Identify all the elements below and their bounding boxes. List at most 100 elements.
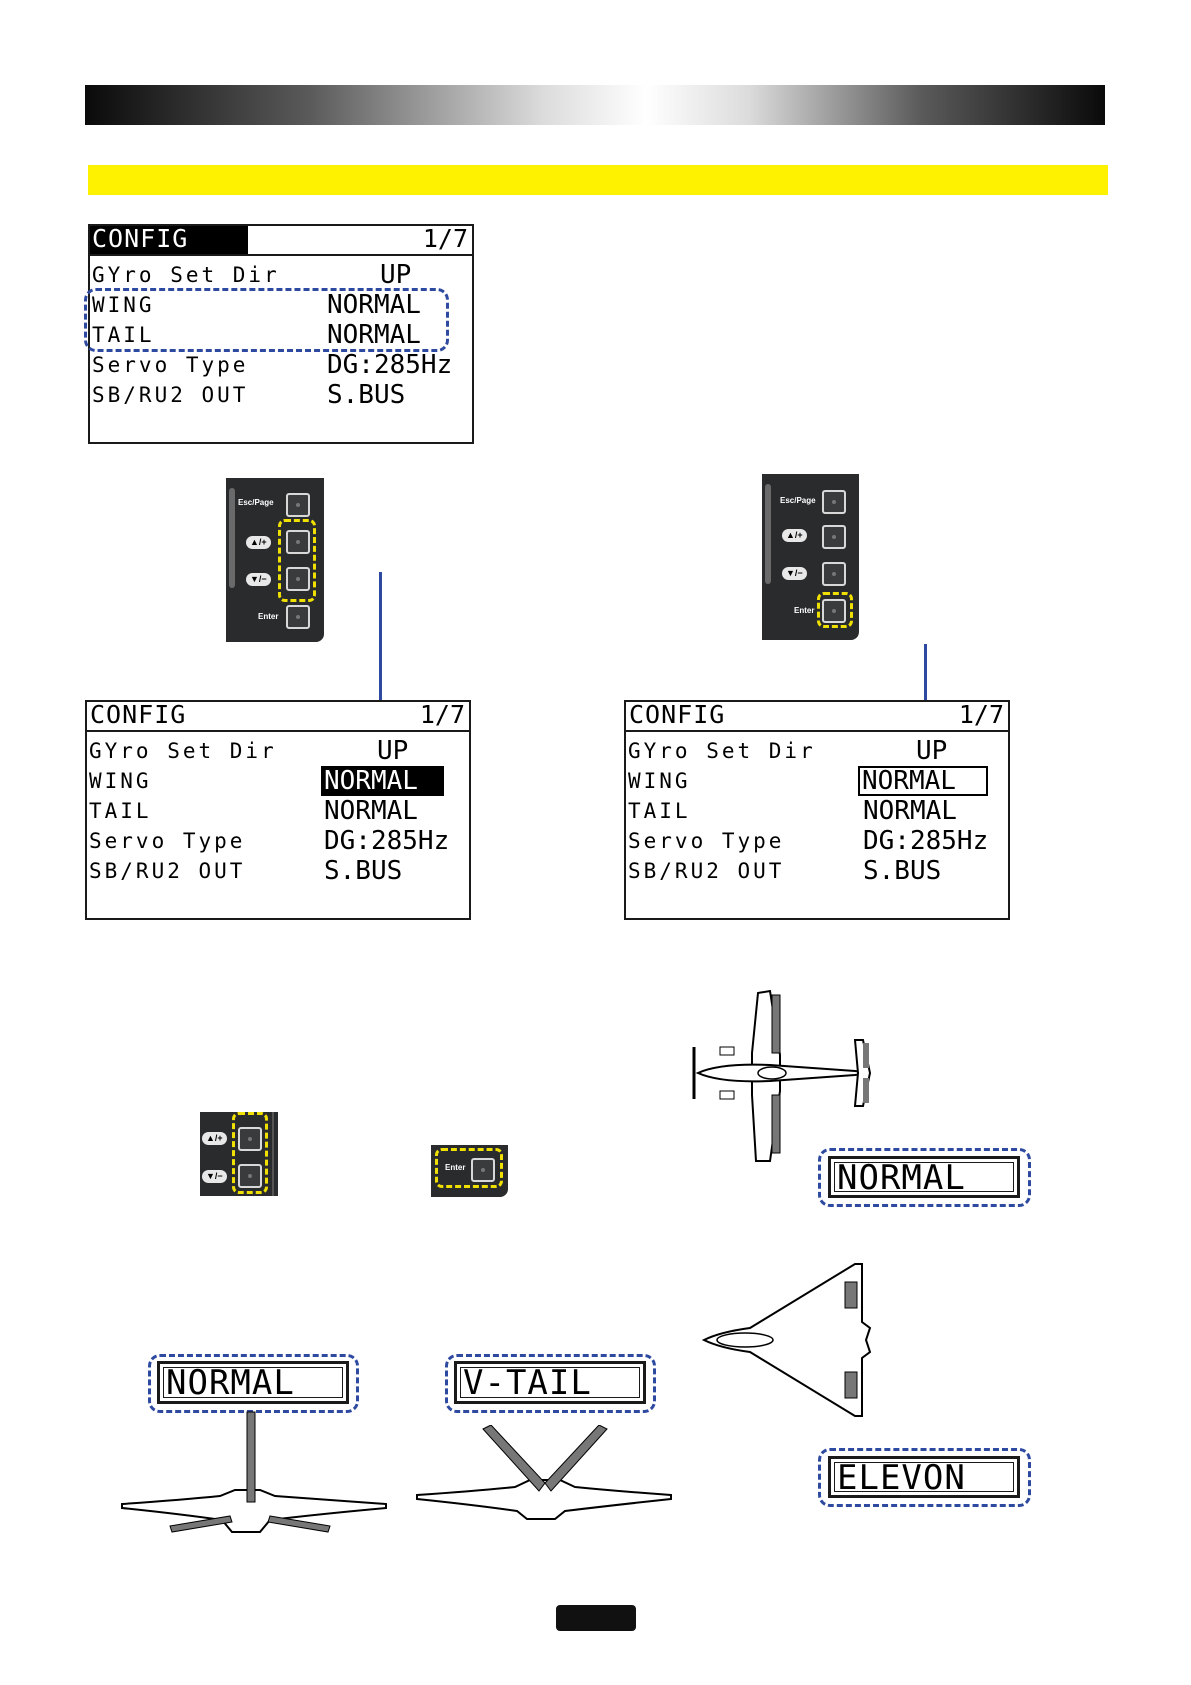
button-panel-left: Esc/Page ▲/+ ▼/− Enter <box>226 478 324 642</box>
row-label: WING <box>92 293 155 317</box>
up-plus-button[interactable] <box>822 525 846 549</box>
row-label: Servo Type <box>628 829 785 853</box>
plus-minus-highlight <box>232 1112 268 1194</box>
row-label: Servo Type <box>92 353 249 377</box>
row-value: S.BUS <box>863 856 942 886</box>
page-number-block <box>556 1605 636 1631</box>
esc-page-label: Esc/Page <box>238 498 274 507</box>
row-tail: TAIL NORMAL <box>92 320 470 350</box>
row-sb-out: SB/RU2 OUT S.BUS <box>92 380 470 410</box>
down-minus-button[interactable] <box>238 1164 262 1188</box>
row-value: DG:285Hz <box>863 826 989 856</box>
row-servo-type: Servo Type DG:285Hz <box>89 826 467 856</box>
arrow-left <box>379 572 382 746</box>
enter-highlight <box>817 592 853 628</box>
enter-crop: Enter <box>431 1145 508 1197</box>
row-gyro-dir: GYro Set Dir UP <box>92 260 470 290</box>
esc-page-button[interactable] <box>822 490 846 514</box>
wing-elevon-label: ELEVON <box>828 1456 1020 1498</box>
down-minus-label: ▼/− <box>202 1170 227 1183</box>
normal-tail-rear-view <box>121 1411 387 1533</box>
mode-text: NORMAL <box>837 1158 966 1198</box>
up-plus-label: ▲/+ <box>782 529 807 542</box>
row-tail: TAIL NORMAL <box>628 796 1006 826</box>
tail-vtail-label: V-TAIL <box>454 1361 646 1404</box>
row-wing: WING NORMAL <box>628 766 1006 796</box>
enter-label: Enter <box>258 612 279 621</box>
row-value: UP <box>377 736 409 766</box>
row-value: NORMAL <box>327 320 421 350</box>
enter-button[interactable] <box>822 599 846 623</box>
row-value: DG:285Hz <box>324 826 450 856</box>
down-minus-label: ▼/− <box>782 567 807 580</box>
wing-normal-highlight <box>818 1148 1031 1207</box>
enter-label: Enter <box>794 606 815 615</box>
screen-title: CONFIG <box>90 226 249 254</box>
down-minus-label: ▼/− <box>246 573 271 586</box>
row-label: SB/RU2 OUT <box>628 859 785 883</box>
row-label: TAIL <box>89 799 152 823</box>
config-screen-3: CONFIG 1/7 GYro Set Dir UP WING NORMAL T… <box>624 700 1010 920</box>
row-gyro-dir: GYro Set Dir UP <box>628 736 1006 766</box>
row-label: SB/RU2 OUT <box>92 383 249 407</box>
screen-page: 1/7 <box>419 700 465 729</box>
row-label: TAIL <box>92 323 155 347</box>
subsection-bar <box>88 165 1108 195</box>
row-label: GYro Set Dir <box>628 739 816 763</box>
vtail-rear-view <box>416 1425 672 1520</box>
arrow-right <box>924 644 927 744</box>
wing-tail-highlight <box>84 288 449 352</box>
section-banner <box>85 85 1105 125</box>
enter-label: Enter <box>445 1163 466 1172</box>
down-minus-button[interactable] <box>286 567 310 591</box>
up-plus-button[interactable] <box>286 530 310 554</box>
row-sb-out: SB/RU2 OUT S.BUS <box>628 856 1006 886</box>
plus-minus-highlight <box>278 519 316 602</box>
up-plus-label: ▲/+ <box>246 536 271 549</box>
row-value: NORMAL <box>324 796 418 826</box>
enter-button[interactable] <box>471 1158 495 1182</box>
row-value: S.BUS <box>324 856 403 886</box>
screen-title: CONFIG <box>629 700 726 729</box>
row-servo-type: Servo Type DG:285Hz <box>628 826 1006 856</box>
row-value: UP <box>380 260 412 290</box>
row-servo-type: Servo Type DG:285Hz <box>92 350 470 380</box>
mode-text: NORMAL <box>166 1363 295 1403</box>
row-gyro-dir: GYro Set Dir UP <box>89 736 467 766</box>
config-screen-1: CONFIG 1/7 GYro Set Dir UP WING NORMAL T… <box>88 224 474 444</box>
row-value: S.BUS <box>327 380 406 410</box>
enter-button[interactable] <box>286 605 310 629</box>
row-value-selected: NORMAL <box>321 766 444 796</box>
airplane-top-view <box>692 989 872 1162</box>
row-value: DG:285Hz <box>327 350 453 380</box>
screen-page: 1/7 <box>422 224 468 253</box>
up-plus-label: ▲/+ <box>202 1132 227 1145</box>
tail-normal-label: NORMAL <box>157 1361 349 1404</box>
row-label: GYro Set Dir <box>92 263 280 287</box>
wing-elevon-highlight <box>818 1448 1031 1507</box>
button-panel-right: Esc/Page ▲/+ ▼/− Enter <box>762 474 859 640</box>
wing-normal-label: NORMAL <box>828 1156 1020 1198</box>
row-value: UP <box>916 736 948 766</box>
screen-title: CONFIG <box>90 700 187 729</box>
row-wing: WING NORMAL <box>92 290 470 320</box>
row-wing: WING NORMAL <box>89 766 467 796</box>
row-label: WING <box>628 769 691 793</box>
row-label: SB/RU2 OUT <box>89 859 246 883</box>
row-label: TAIL <box>628 799 691 823</box>
row-sb-out: SB/RU2 OUT S.BUS <box>89 856 467 886</box>
row-tail: TAIL NORMAL <box>89 796 467 826</box>
tail-vtail-highlight <box>445 1354 656 1413</box>
row-value: NORMAL <box>327 290 421 320</box>
mode-text: ELEVON <box>837 1458 966 1498</box>
row-label: Servo Type <box>89 829 246 853</box>
down-minus-button[interactable] <box>822 562 846 586</box>
row-label: GYro Set Dir <box>89 739 277 763</box>
up-plus-button[interactable] <box>238 1127 262 1151</box>
enter-highlight <box>435 1148 503 1188</box>
delta-wing-top-view <box>701 1263 872 1417</box>
row-value-selected: NORMAL <box>858 766 988 796</box>
row-value: NORMAL <box>863 796 957 826</box>
esc-page-button[interactable] <box>286 493 310 517</box>
screen-page: 1/7 <box>958 700 1004 729</box>
